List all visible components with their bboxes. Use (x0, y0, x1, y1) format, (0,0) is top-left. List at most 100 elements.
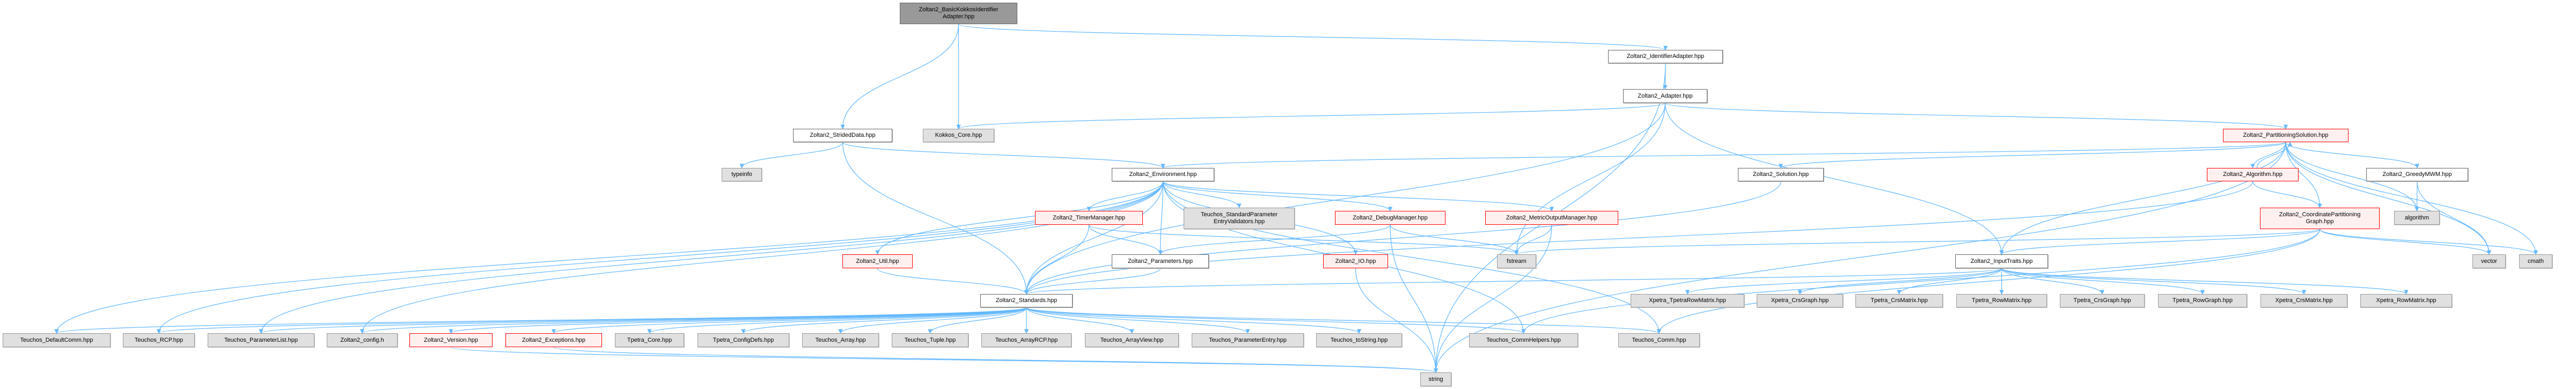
node-params[interactable]: Zoltan2_Parameters.hpp (1112, 254, 1209, 268)
node-version[interactable]: Zoltan2_Version.hpp (409, 333, 493, 347)
edge-standards-to-exceptions (552, 307, 1027, 334)
edge-strided-to-typeinfo (739, 142, 843, 168)
edge-standards-to-commhelpers (1026, 307, 1526, 334)
node-adapter[interactable]: Zoltan2_Adapter.hpp (1623, 89, 1707, 103)
edge-version-to-string (450, 347, 1438, 373)
node-main[interactable]: Zoltan2_BasicKokkosIdentifier Adapter.hp… (900, 3, 1017, 24)
edge-metric-to-fstream (1514, 224, 1552, 255)
edge-timer-to-params (1088, 224, 1163, 255)
edge-standards-to-tts (1026, 307, 1362, 334)
node-comm[interactable]: Teuchos_Comm.hpp (1618, 333, 1700, 347)
node-spev[interactable]: Teuchos_StandardParameter EntryValidator… (1184, 208, 1295, 229)
edge-greedy-to-vector (2417, 181, 2492, 255)
edge-standards-to-tpe (1026, 307, 1250, 334)
edge-standards-to-tarray (838, 307, 1027, 334)
edge-inputtraits-to-xrm (2001, 268, 2409, 295)
edge-env-to-timer (1087, 181, 1164, 211)
node-xtprm[interactable]: Xpetra_TpetraRowMatrix.hpp (1631, 294, 1744, 307)
node-tcore[interactable]: Tpetra_Core.hpp (615, 333, 684, 347)
node-xcg[interactable]: Xpetra_CrsGraph.hpp (1757, 294, 1843, 307)
edge-cpg-to-inputtraits (1999, 229, 2321, 255)
node-io[interactable]: Zoltan2_IO.hpp (1323, 254, 1388, 268)
edge-adapter-to-inputtraits (1664, 102, 2004, 255)
node-ttuple[interactable]: Teuchos_Tuple.hpp (892, 333, 968, 347)
edge-partsol-to-algorithm_h (2250, 142, 2286, 168)
edge-solution-to-standards (1024, 181, 1781, 295)
node-tarcp[interactable]: Teuchos_ArrayRCP.hpp (981, 333, 1072, 347)
edge-debug-to-string (1390, 224, 1439, 373)
edge-env-to-spev (1162, 181, 1242, 208)
edge-env-to-metric (1162, 181, 1554, 211)
node-debug[interactable]: Zoltan2_DebugManager.hpp (1335, 211, 1445, 225)
edge-standards-to-plist (259, 307, 1027, 334)
edge-debug-to-fstream (1390, 224, 1519, 255)
node-tav[interactable]: Teuchos_ArrayView.hpp (1085, 333, 1179, 347)
edge-exceptions-to-string (553, 347, 1438, 373)
node-exceptions[interactable]: Zoltan2_Exceptions.hpp (505, 333, 602, 347)
node-timer[interactable]: Zoltan2_TimerManager.hpp (1035, 211, 1143, 225)
node-util[interactable]: Zoltan2_Util.hpp (842, 254, 913, 268)
node-commhelpers[interactable]: Teuchos_CommHelpers.hpp (1469, 333, 1578, 347)
node-tcm[interactable]: Tpetra_CrsMatrix.hpp (1855, 294, 1943, 307)
node-defcomm[interactable]: Teuchos_DefaultComm.hpp (3, 333, 111, 347)
node-standards[interactable]: Zoltan2_Standards.hpp (980, 294, 1073, 307)
node-cmath[interactable]: cmath (2519, 254, 2552, 268)
edge-adapter-to-partsol (1664, 102, 2288, 129)
node-string[interactable]: string (1420, 372, 1451, 386)
node-tcg[interactable]: Tpetra_CrsGraph.hpp (2060, 294, 2145, 307)
edge-env-to-standards (1024, 181, 1164, 295)
node-identadapter[interactable]: Zoltan2_IdentifierAdapter.hpp (1608, 50, 1723, 63)
edge-inputtraits-to-xtprm (1685, 268, 2002, 295)
edge-env-to-config (359, 181, 1164, 334)
edge-algorithm_h-to-cpg (2252, 181, 2322, 208)
edge-debug-to-params (1158, 224, 1391, 255)
node-typeinfo[interactable]: typeinfo (722, 168, 762, 181)
edge-util-to-standards (877, 268, 1029, 295)
node-solution[interactable]: Zoltan2_Solution.hpp (1738, 168, 1824, 181)
edge-partsol-to-algorithm (2285, 142, 2419, 211)
edge-metric-to-string (1433, 224, 1552, 373)
edge-algorithm_h-to-standards (1024, 181, 2254, 295)
node-inputtraits[interactable]: Zoltan2_InputTraits.hpp (1955, 254, 2048, 268)
node-trm[interactable]: Tpetra_RowMatrix.hpp (1956, 294, 2047, 307)
edge-env-to-debug (1162, 181, 1393, 211)
node-tarray[interactable]: Teuchos_Array.hpp (802, 333, 879, 347)
node-tpe[interactable]: Teuchos_ParameterEntry.hpp (1192, 333, 1304, 347)
edge-inputtraits-to-standards (1024, 268, 2002, 295)
node-metric[interactable]: Zoltan2_MetricOutputManager.hpp (1485, 211, 1618, 225)
node-strided[interactable]: Zoltan2_StridedData.hpp (793, 129, 892, 142)
node-config[interactable]: Zoltan2_config.h (327, 333, 398, 347)
edge-timer-to-standards (1024, 224, 1090, 295)
edge-standards-to-version (449, 307, 1027, 334)
edge-partsol-to-env (1161, 142, 2286, 168)
node-trg[interactable]: Tpetra_RowGraph.hpp (2158, 294, 2247, 307)
edge-main-to-identadapter (958, 24, 1668, 50)
node-algorithm_h[interactable]: Zoltan2_Algorithm.hpp (2207, 168, 2299, 181)
node-tts[interactable]: Teuchos_toString.hpp (1316, 333, 1402, 347)
node-vector[interactable]: vector (2472, 254, 2506, 268)
node-fstream[interactable]: fstream (1497, 254, 1536, 268)
node-rcp[interactable]: Teuchos_RCP.hpp (123, 333, 195, 347)
edge-adapter-to-standards (1024, 102, 1666, 295)
node-xcm[interactable]: Xpetra_CrsMatrix.hpp (2261, 294, 2347, 307)
node-cpg[interactable]: Zoltan2_CoordinatePartitioning Graph.hpp (2260, 208, 2380, 229)
edge-env-to-defcomm (54, 181, 1164, 334)
node-algorithm[interactable]: algorithm (2394, 211, 2440, 225)
edge-greedy-to-algorithm (2414, 181, 2419, 211)
edge-adapter-to-fstream (1514, 102, 1666, 255)
edge-inputtraits-to-tcm (1897, 268, 2002, 295)
node-kokkos[interactable]: Kokkos_Core.hpp (923, 129, 994, 142)
edge-standards-to-tcore (647, 307, 1027, 334)
node-env[interactable]: Zoltan2_Environment.hpp (1112, 168, 1214, 181)
edge-adapter-to-kokkos (956, 102, 1666, 129)
node-plist[interactable]: Teuchos_ParameterList.hpp (208, 333, 314, 347)
edge-partsol-to-inputtraits (1999, 142, 2286, 255)
node-xrm[interactable]: Xpetra_RowMatrix.hpp (2360, 294, 2452, 307)
edge-inputtraits-to-xcg (1797, 268, 2002, 295)
node-partsol[interactable]: Zoltan2_PartitioningSolution.hpp (2223, 129, 2349, 142)
edge-io-to-string (1355, 268, 1439, 373)
edge-cpg-to-commhelpers (1521, 229, 2321, 334)
node-greedy[interactable]: Zoltan2_GreedyMWM.hpp (2366, 168, 2468, 181)
edge-main-to-strided (840, 24, 959, 129)
node-tconfig[interactable]: Tpetra_ConfigDefs.hpp (698, 333, 789, 347)
